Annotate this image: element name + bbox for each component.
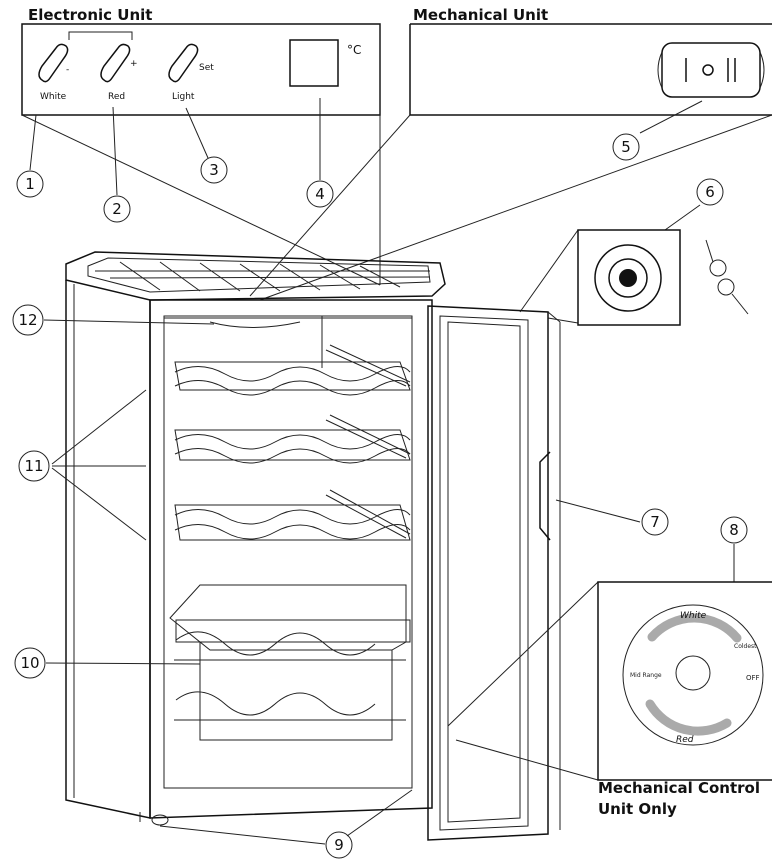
- light-set-button: Set: [168, 43, 214, 83]
- svg-text:3: 3: [209, 161, 219, 179]
- light-label: Light: [172, 92, 195, 102]
- white-range-arc: [647, 613, 742, 643]
- svg-text:10: 10: [20, 654, 39, 672]
- mechanical-dial-inset: White Red Coldest Mid Range OFF: [597, 581, 772, 781]
- callout-4: 4: [306, 180, 334, 208]
- red-button: +: [100, 43, 138, 83]
- temperature-display: [289, 39, 339, 87]
- svg-text:2: 2: [112, 200, 122, 218]
- svg-text:8: 8: [729, 521, 739, 539]
- svg-text:5: 5: [621, 138, 631, 156]
- plus-sign: +: [130, 59, 138, 69]
- callout-11: 11: [18, 450, 50, 482]
- leader-lines: [21, 24, 772, 324]
- top-grille: [87, 257, 431, 293]
- mechanical-unit-heading: Mechanical Unit: [413, 6, 548, 24]
- door-handle: [539, 451, 551, 541]
- callout-6: 6: [696, 178, 724, 206]
- electronic-control-panel: - + Set White Red Light °C: [21, 23, 381, 116]
- mechanical-only-line1: Mechanical Control: [598, 779, 760, 797]
- white-button: -: [38, 43, 69, 83]
- callout-8: 8: [720, 516, 748, 544]
- callout-1: 1: [16, 170, 44, 198]
- red-range-arc: [645, 699, 732, 736]
- callout-5: 5: [612, 133, 640, 161]
- callout-10: 10: [14, 647, 46, 679]
- dial-white-label: White: [680, 611, 707, 621]
- svg-text:9: 9: [334, 836, 344, 854]
- keys-icon: [705, 239, 749, 315]
- callout-12: 12: [12, 304, 44, 336]
- set-label: Set: [199, 63, 214, 73]
- cabinet: [65, 251, 446, 826]
- power-switch: [657, 42, 765, 98]
- callout-3: 3: [200, 156, 228, 184]
- dial-knob: [675, 655, 711, 691]
- mechanical-only-line2: Unit Only: [598, 800, 677, 818]
- glass-door: [427, 305, 641, 841]
- mechanical-control-panel: [409, 23, 772, 116]
- lock-inset: [577, 229, 681, 326]
- dial-mid-range-label: Mid Range: [630, 672, 662, 679]
- svg-text:1: 1: [25, 175, 35, 193]
- svg-text:4: 4: [315, 185, 325, 203]
- lower-leader-lines: [43, 319, 735, 845]
- svg-text:12: 12: [18, 311, 37, 329]
- minus-sign: -: [66, 65, 69, 75]
- shelf-3: [174, 489, 411, 541]
- svg-text:7: 7: [650, 513, 660, 531]
- bottom-basket: [169, 584, 411, 741]
- callout-2: 2: [103, 195, 131, 223]
- electronic-unit-heading: Electronic Unit: [28, 6, 152, 24]
- celsius-unit: °C: [347, 43, 361, 57]
- red-label: Red: [108, 92, 125, 102]
- callout-9: 9: [325, 831, 353, 859]
- dial-red-label: Red: [676, 735, 694, 745]
- shelf-2: [174, 414, 411, 464]
- shelf-1: [174, 344, 411, 396]
- callout-7: 7: [641, 508, 669, 536]
- white-label: White: [40, 92, 67, 102]
- svg-text:11: 11: [24, 457, 43, 475]
- svg-text:6: 6: [705, 183, 715, 201]
- dial-coldest-label: Coldest: [734, 643, 757, 650]
- dial-off-label: OFF: [746, 674, 760, 682]
